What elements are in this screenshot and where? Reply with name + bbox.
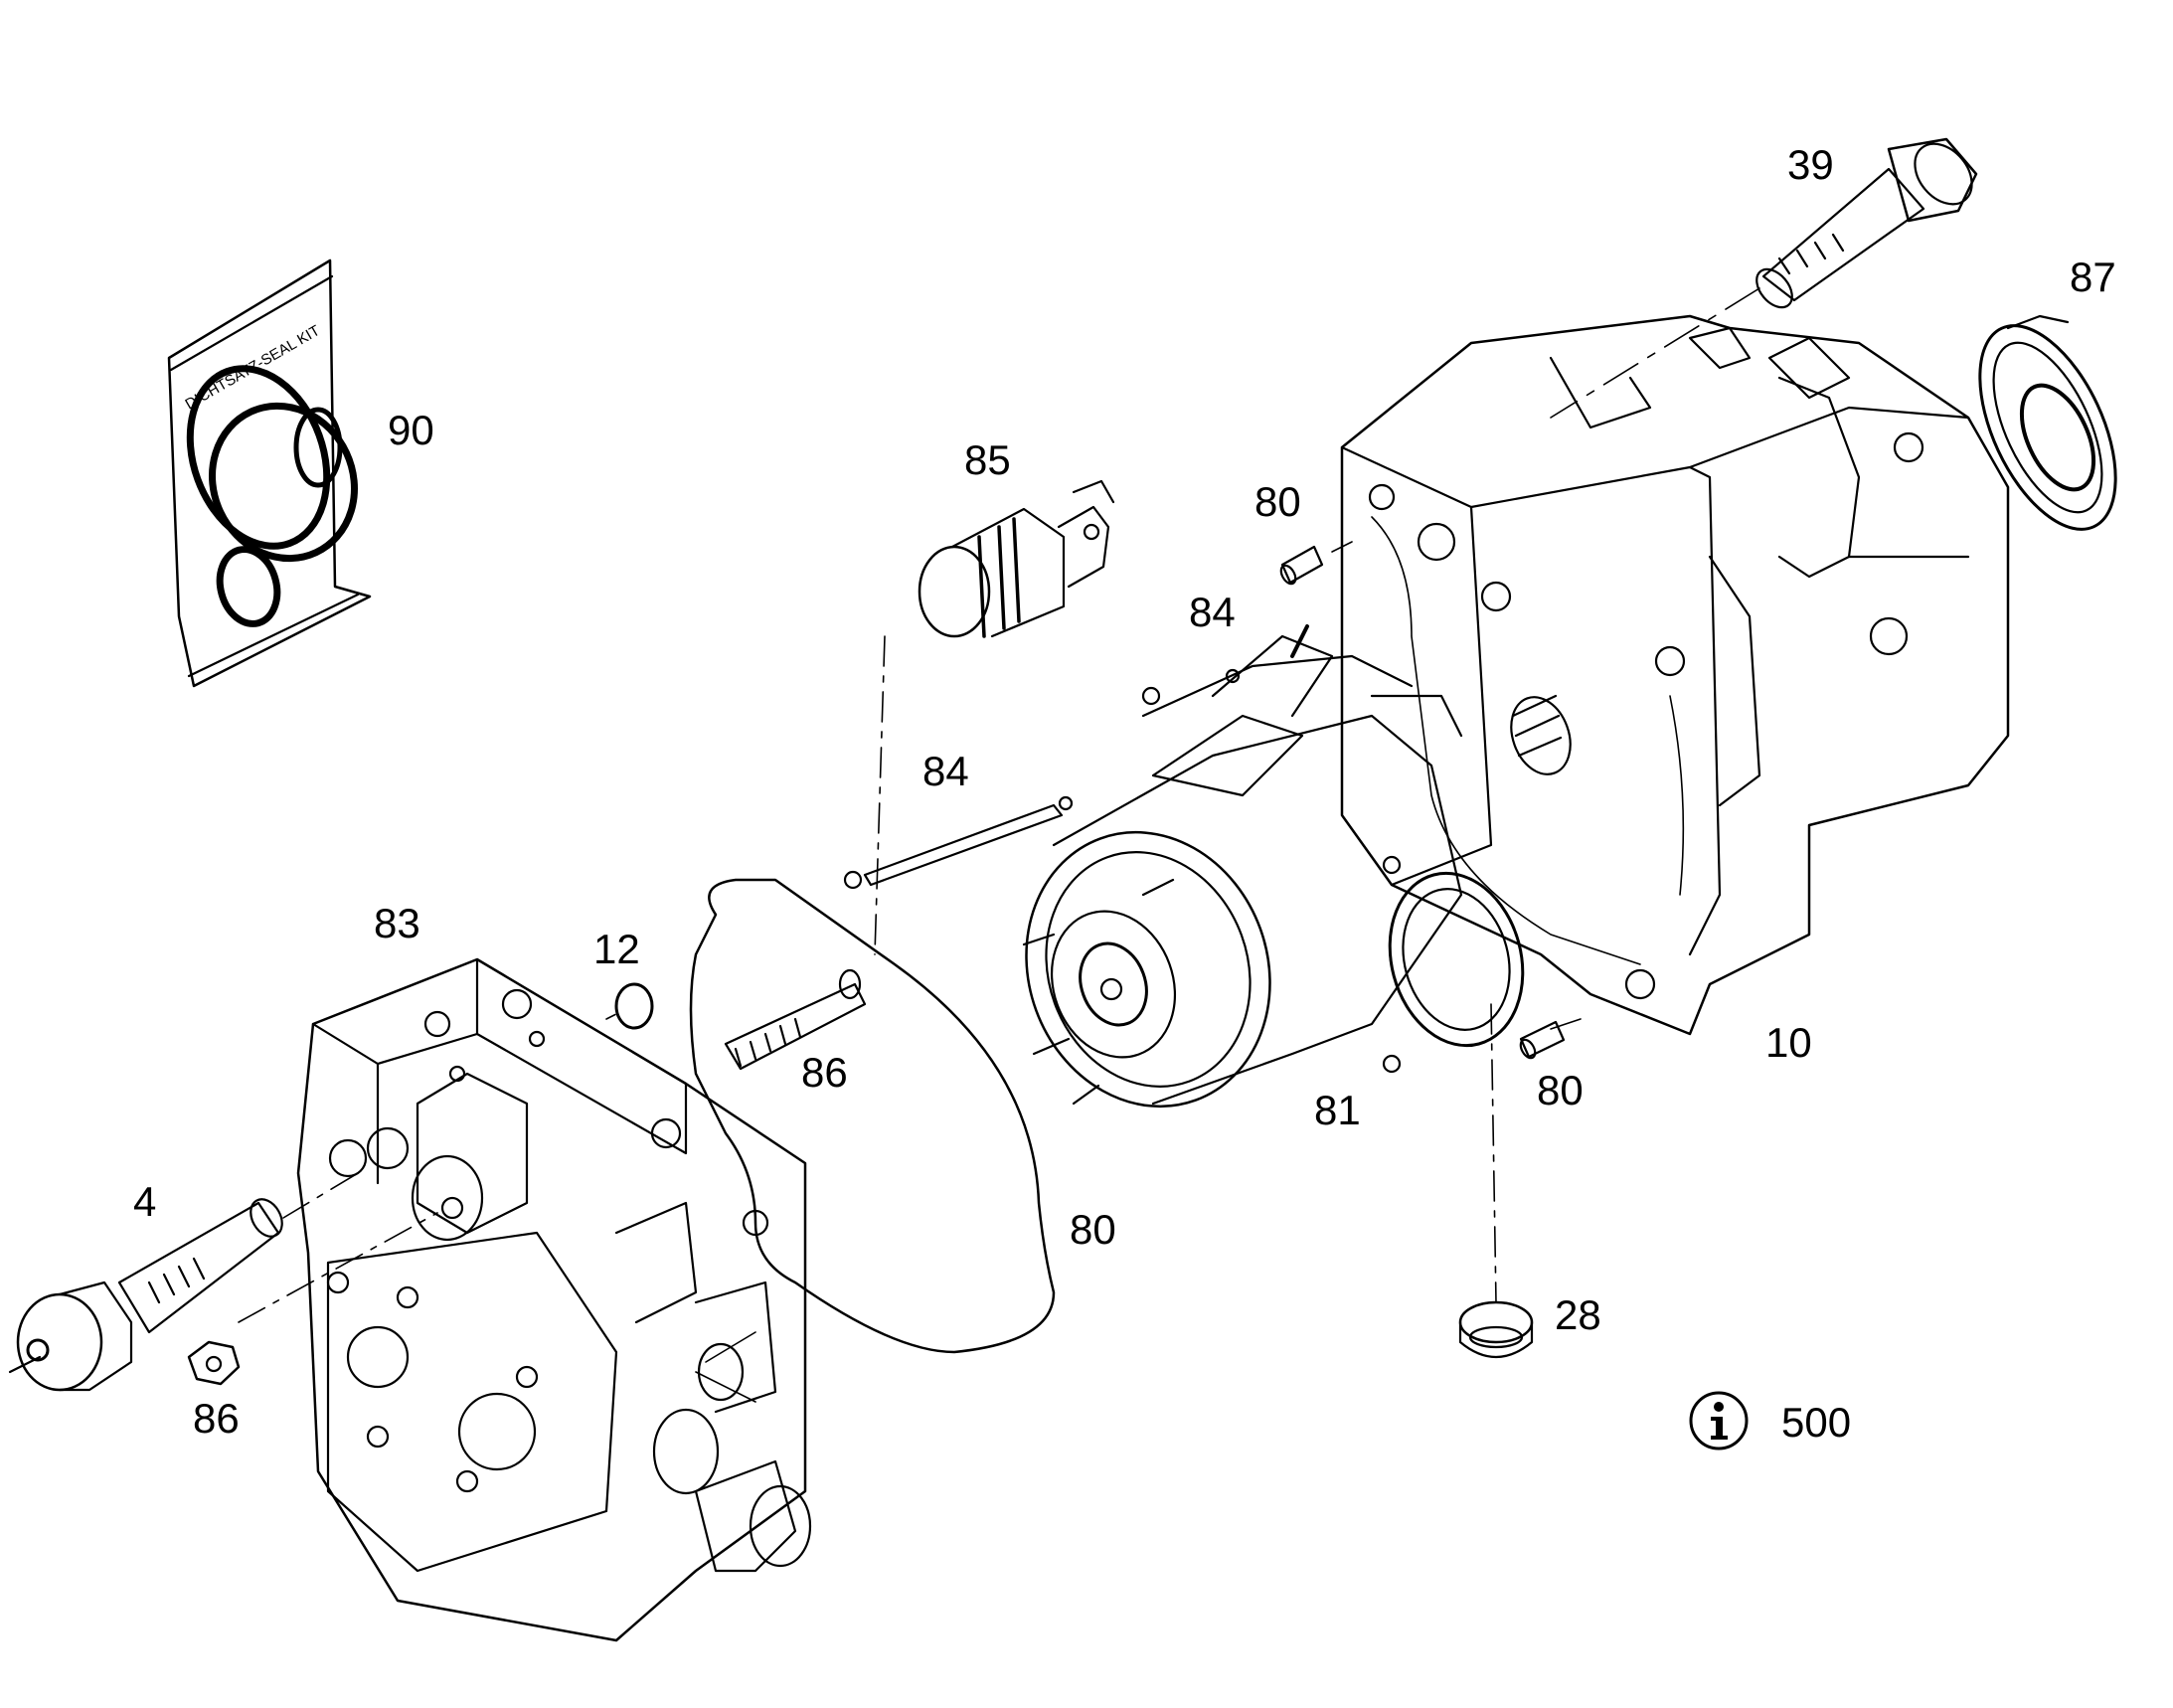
info-circle-icon — [1689, 1391, 1749, 1451]
callout-28: 28 — [1555, 1291, 1601, 1338]
callout-87: 87 — [2070, 254, 2116, 300]
info-reference-number: 500 — [1781, 1399, 1852, 1446]
hex-nut — [187, 1340, 241, 1386]
pressure-valve-cartridge — [8, 1198, 283, 1392]
pin-top — [1290, 624, 1309, 658]
callout-80-dowel-lower: 80 — [1537, 1067, 1584, 1113]
plug-upper — [724, 968, 867, 1071]
callout-86-nut: 86 — [193, 1395, 240, 1442]
pin-long — [843, 795, 1074, 890]
callout-85: 85 — [964, 436, 1011, 483]
pump-housing — [1340, 314, 2010, 1036]
rotary-group — [1022, 634, 1572, 1109]
callout-83: 83 — [374, 900, 420, 946]
dowel-pin-lower — [1519, 1020, 1566, 1060]
callout-80-dowel-upper: 80 — [1254, 478, 1301, 525]
callout-80-gasket: 80 — [1070, 1206, 1116, 1253]
gasket-outline — [689, 878, 1056, 1354]
callout-4: 4 — [133, 1178, 157, 1225]
callout-86-plug: 86 — [801, 1049, 848, 1096]
callout-39: 39 — [1787, 141, 1834, 188]
plug-28 — [1458, 1300, 1534, 1359]
o-ring — [614, 982, 654, 1030]
info-reference[interactable]: 500 — [1688, 1390, 1867, 1453]
callout-84-pin-long: 84 — [922, 748, 969, 794]
control-valve-cartridge — [918, 479, 1115, 638]
callout-90: 90 — [388, 407, 434, 453]
control-housing — [296, 957, 812, 1642]
bolt — [1755, 137, 1978, 309]
dowel-pin-upper — [1279, 545, 1324, 586]
callout-10: 10 — [1765, 1019, 1812, 1066]
callout-81: 81 — [1314, 1087, 1361, 1133]
shaft-seal-ring — [1978, 314, 2117, 531]
callout-12: 12 — [593, 926, 640, 972]
seal-kit-bag: DICHTSATZ-SEAL KIT — [167, 258, 372, 688]
callout-84-pin-top: 84 — [1189, 589, 1236, 635]
